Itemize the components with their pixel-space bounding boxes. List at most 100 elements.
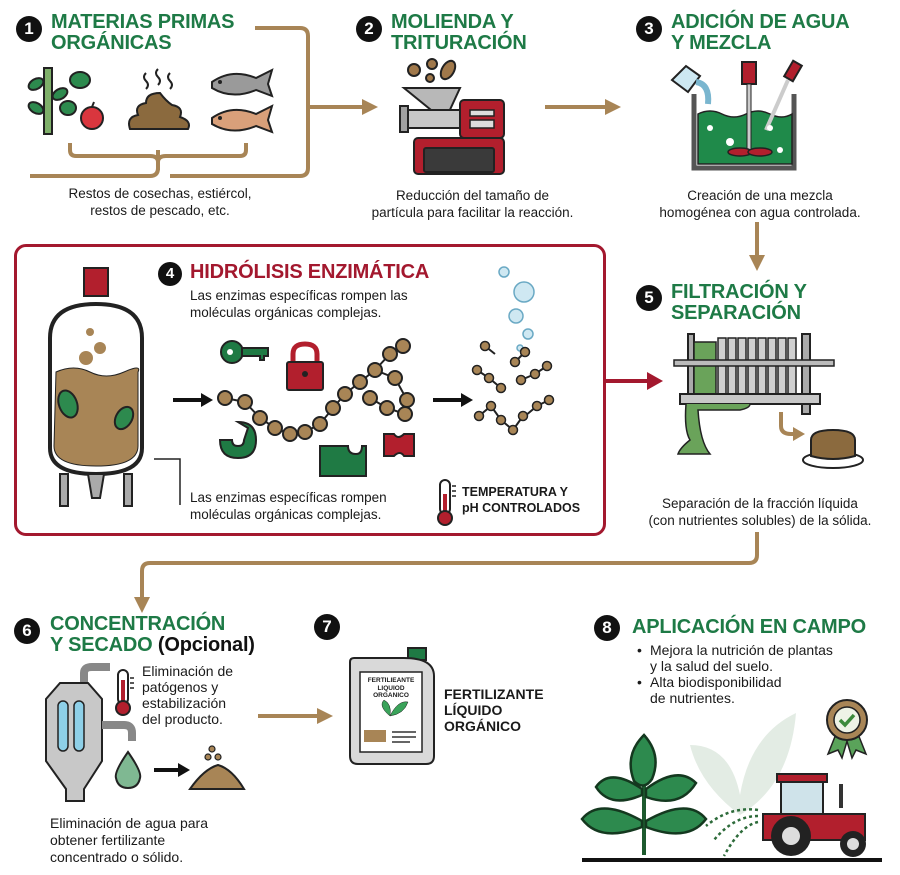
step-1-title: MATERIAS PRIMAS ORGÁNICAS [51,11,235,54]
step-6-title: CONCENTRACIÓN Y SECADO (Opcional) [50,614,255,656]
plant-icon [580,733,708,855]
step-3-title: ADICIÓN DE AGUA Y MEZCLA [671,12,850,54]
step-6-side-line3: estabilización [142,695,227,711]
step-2-description-line2: partícula para facilitar la reacción. [371,205,574,220]
step-4-panel [14,244,606,536]
step-6-side-line1: Eliminación de [142,663,234,679]
step-6-description-line3: concentrado o sólido. [50,849,184,865]
evaporator-icon [45,663,136,802]
leaf-watermark-icon [690,713,796,815]
jerrycan-icon [349,647,435,765]
arrowhead [362,99,378,115]
step-4-number: 4 [158,262,182,286]
enzyme-icon [319,445,367,477]
step-7-label-line1: FERTILIZANTE [444,686,544,702]
step-3-description-line2: homogénea con agua controlada. [659,205,861,220]
step-1-description-line2: restos de pescado, etc. [90,203,230,218]
connector-5-6 [140,532,759,600]
step-2-title-line2: TRITURACIÓN [391,32,527,54]
arrow-icon [173,393,213,407]
step-4-description-line2: moléculas orgánicas complejas. [190,305,382,320]
step-6-title-line1: CONCENTRACIÓN [50,613,226,635]
step-4-description: Las enzimas específicas rompen las moléc… [190,287,480,321]
step-1-description: Restos de cosechas, estiércol, restos de… [30,185,290,219]
tractor-icon [762,773,866,857]
connector-1-2 [170,26,310,178]
enzyme-icon [383,433,415,457]
plant-icon [27,67,91,135]
spray-icon [705,808,759,857]
ground-line [582,858,882,862]
arrow-icon [154,763,190,777]
step-4-conditions: TEMPERATURA Y pH CONTROLADOS [462,484,602,516]
droplet-icon [114,750,142,790]
arrow-icon [433,393,473,407]
step-8-title: APLICACIÓN EN CAMPO [632,616,866,638]
step-5-description-line1: Separación de la fracción líquida [662,496,858,511]
step-3-title-line2: Y MEZCLA [671,32,772,54]
callout-line [151,456,181,505]
step-6-side-note: Eliminación de patógenos y estabilizació… [142,663,262,727]
key-icon [220,340,269,364]
jug-label-line3: ORGANICO [373,692,409,699]
step-2-title: MOLIENDA Y TRITURACIÓN [391,12,527,54]
reactor-icon [48,267,144,507]
fish-icon [211,68,274,134]
step-6-optional-label: (Opcional) [157,634,255,656]
step-7-label-line3: ORGÁNICO [444,718,521,734]
step-5-title-line2: SEPARACIÓN [671,302,801,324]
step-8-bullet-1-line2: y la salud del suelo. [650,658,773,674]
step-8-bullet-2-line1: Alta biodisponibilidad [650,674,782,690]
bubbles-icon [498,266,535,352]
step-6-side-line4: del producto. [142,711,223,727]
quality-badge-icon [826,699,868,761]
step-5-title-line1: FILTRACIÓN Y [671,281,807,303]
step-3-description: Creación de una mezcla homogénea con agu… [630,187,890,221]
jug-label-line2: LIQUIOD [377,684,405,692]
lock-icon [286,341,324,391]
step-5-description: Separación de la fracción líquida (con n… [620,495,900,529]
solid-cake-icon [779,412,864,469]
molecule-fragments-icon [471,340,555,436]
step-4-callout: Las enzimas específicas rompen moléculas… [190,489,440,523]
molecule-chain-icon [217,338,415,442]
step-7-label-line2: LÍQUIDO [444,702,503,718]
thermometer-icon [437,479,456,526]
step-7-number: 7 [314,614,340,640]
step-5-title: FILTRACIÓN Y SEPARACIÓN [671,282,807,324]
step-4-title: HIDRÓLISIS ENZIMÁTICA [190,261,430,283]
step-4-description-line1: Las enzimas específicas rompen las [190,288,408,303]
powder-pile-icon [188,745,246,790]
step-4-conditions-line2: pH CONTROLADOS [462,501,581,515]
step-4-callout-line1: Las enzimas específicas rompen [190,490,387,505]
step-1-title-line1: MATERIAS PRIMAS [51,11,235,33]
step-3-description-line1: Creación de una mezcla [687,188,833,203]
step-2-description: Reducción del tamaño de partícula para f… [340,187,605,221]
enzyme-icon [218,420,258,460]
jug-label: FERTILIEANTE LIQUIOD ORGANICO [362,677,420,700]
step-4-conditions-line1: TEMPERATURA Y [462,485,569,499]
mixing-tank-icon [670,59,804,171]
step-6-description-line2: obtener fertilizante [50,832,166,848]
step-6-description: Eliminación de agua para obtener fertili… [50,815,270,866]
step-1-number: 1 [16,16,42,42]
step-2-title-line1: MOLIENDA Y [391,11,514,33]
step-3-title-line1: ADICIÓN DE AGUA [671,11,850,33]
step-2-description-line1: Reducción del tamaño de [395,188,550,203]
step-6-side-line2: patógenos y [142,679,219,695]
jug-label-line1: FERTILIEANTE [367,677,415,684]
grinder-icon [399,58,505,175]
step-8-bullet-2-line2: de nutrientes. [650,690,735,706]
step-8-number: 8 [594,615,620,641]
step-6-description-line1: Eliminación de agua para [50,815,208,831]
step-5-description-line2: (con nutrientes solubles) de la sólida. [648,513,872,528]
step-2-number: 2 [356,16,382,42]
step-1-title-line2: ORGÁNICAS [51,32,172,54]
filter-press-icon [673,333,835,455]
step-4-callout-line2: moléculas orgánicas complejas. [190,507,382,522]
manure-icon [128,68,190,130]
step-1-description-line1: Restos de cosechas, estiércol, [68,186,252,201]
